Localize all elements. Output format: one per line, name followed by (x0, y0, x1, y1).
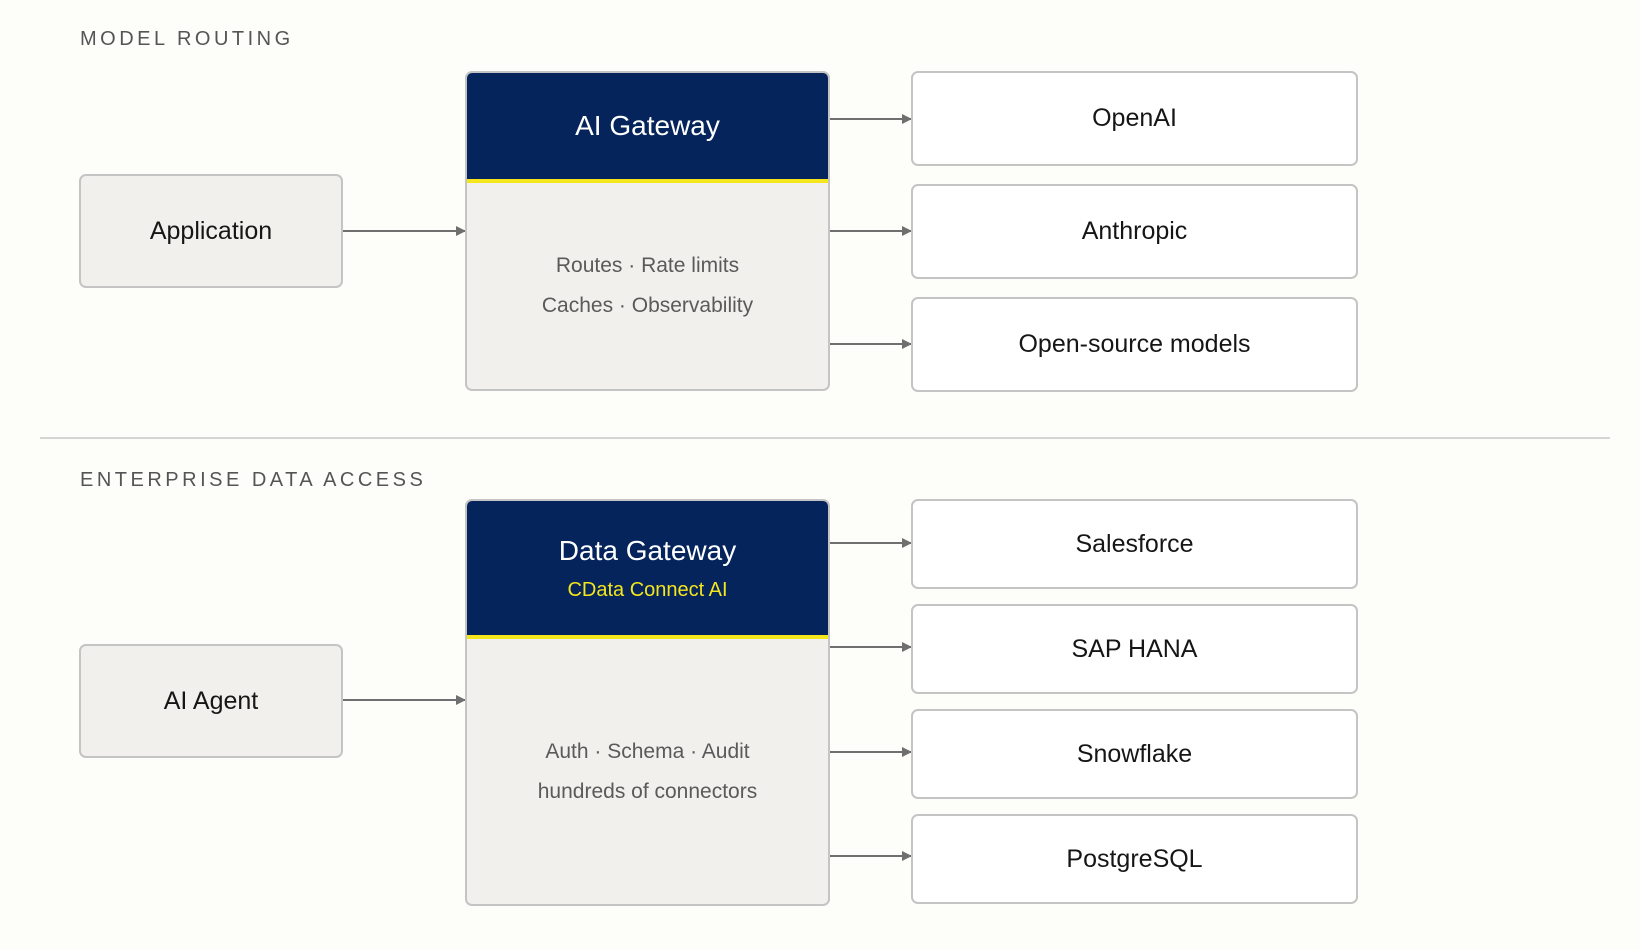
gateway-title: Data Gateway (558, 534, 737, 566)
source-box-label: Application (149, 216, 273, 245)
source-box-application: Application (79, 174, 343, 288)
target-box-label: Anthropic (1081, 217, 1188, 245)
target-box-postgresql: PostgreSQL (911, 814, 1358, 904)
target-box-salesforce: Salesforce (911, 499, 1358, 589)
target-box-label: Open-source models (1018, 330, 1251, 358)
gateway-header: AI Gateway (467, 73, 828, 183)
ai-gateway-box: AI Gateway Routes · Rate limits Caches ·… (465, 71, 830, 391)
target-box-label: OpenAI (1092, 104, 1177, 132)
target-box-open-source-models: Open-source models (911, 297, 1358, 392)
data-gateway-box: Data Gateway CData Connect AI Auth · Sch… (465, 499, 830, 906)
gateway-feature-line: hundreds of connectors (537, 779, 758, 803)
gateway-body: Auth · Schema · Audit hundreds of connec… (467, 639, 828, 904)
source-box-ai-agent: AI Agent (79, 644, 343, 758)
gateway-subtitle: CData Connect AI (567, 578, 728, 601)
target-box-openai: OpenAI (911, 71, 1358, 166)
gateway-header: Data Gateway CData Connect AI (467, 501, 828, 639)
gateway-title: AI Gateway (575, 110, 720, 141)
source-box-label: AI Agent (163, 686, 259, 715)
target-box-label: PostgreSQL (1066, 844, 1203, 873)
gateway-feature-line: Caches · Observability (541, 294, 754, 317)
target-box-label: SAP HANA (1071, 634, 1198, 663)
target-box-sap-hana: SAP HANA (911, 604, 1358, 694)
gateway-feature-line: Auth · Schema · Audit (545, 739, 750, 763)
target-box-label: Salesforce (1075, 529, 1194, 558)
target-box-anthropic: Anthropic (911, 184, 1358, 279)
section-label-enterprise-data-access: ENTERPRISE DATA ACCESS (80, 469, 427, 491)
section-label-model-routing: MODEL ROUTING (80, 28, 294, 50)
gateway-feature-line: Routes · Rate limits (555, 254, 740, 277)
gateway-body: Routes · Rate limits Caches · Observabil… (467, 183, 828, 389)
target-box-snowflake: Snowflake (911, 709, 1358, 799)
target-box-label: Snowflake (1076, 739, 1193, 768)
